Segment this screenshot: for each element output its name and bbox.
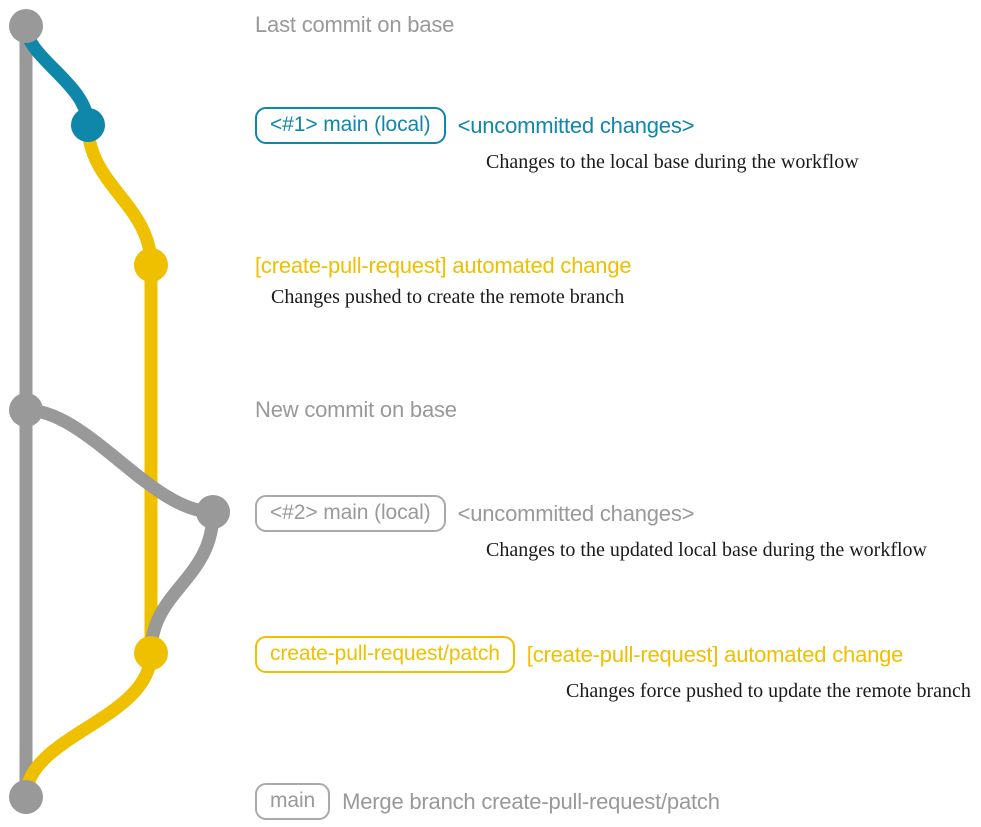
ref-badge-create-pull-request-patch[interactable]: create-pull-request/patch xyxy=(255,636,515,673)
edge-base-to-local-1 xyxy=(19,19,95,132)
node-merge-commit xyxy=(9,780,43,814)
ref-badge-local-1[interactable]: <#1> main (local) xyxy=(255,107,446,144)
commit-subject: Merge branch create-pull-request/patch xyxy=(342,788,720,814)
commit-row-local-1: <#1> main (local) <uncommitted changes> … xyxy=(255,107,859,174)
commit-row-automated-change-1: [create-pull-request] automated change C… xyxy=(255,253,632,309)
node-patch-commit-1 xyxy=(134,248,168,282)
edge-local-2-to-patch-2 xyxy=(144,505,220,660)
commit-description: Changes force pushed to update the remot… xyxy=(566,680,971,702)
commit-subject: <uncommitted changes> xyxy=(457,112,695,138)
node-local-commit-2 xyxy=(196,495,230,529)
edge-base-new-to-local-2 xyxy=(19,403,220,519)
node-local-commit-1 xyxy=(71,108,105,142)
commit-subject: Last commit on base xyxy=(255,12,455,37)
commit-subject: [create-pull-request] automated change xyxy=(526,641,904,667)
ref-badge-local-2[interactable]: <#2> main (local) xyxy=(255,495,446,532)
commit-row-automated-change-2: create-pull-request/patch [create-pull-r… xyxy=(255,636,971,703)
commit-subject: New commit on base xyxy=(255,397,457,422)
commit-description: Changes pushed to create the remote bran… xyxy=(271,286,625,308)
node-base-new-commit xyxy=(9,393,43,427)
commit-subject: <uncommitted changes> xyxy=(457,500,695,526)
commit-subject: [create-pull-request] automated change xyxy=(255,253,632,278)
commit-row-local-2: <#2> main (local) <uncommitted changes> … xyxy=(255,495,927,562)
node-patch-commit-2 xyxy=(134,636,168,670)
commit-row-last-commit-on-base: Last commit on base xyxy=(255,12,454,38)
node-base-head xyxy=(9,9,43,43)
ref-badge-main[interactable]: main xyxy=(255,783,331,820)
edge-patch-2-to-merge xyxy=(19,646,158,804)
commit-row-new-commit-on-base: New commit on base xyxy=(255,397,457,423)
commit-description: Changes to the local base during the wor… xyxy=(486,151,859,173)
commit-row-merge-commit: main Merge branch create-pull-request/pa… xyxy=(255,783,720,820)
edge-local-1-to-patch-1 xyxy=(81,118,158,272)
commit-description: Changes to the updated local base during… xyxy=(486,539,927,561)
